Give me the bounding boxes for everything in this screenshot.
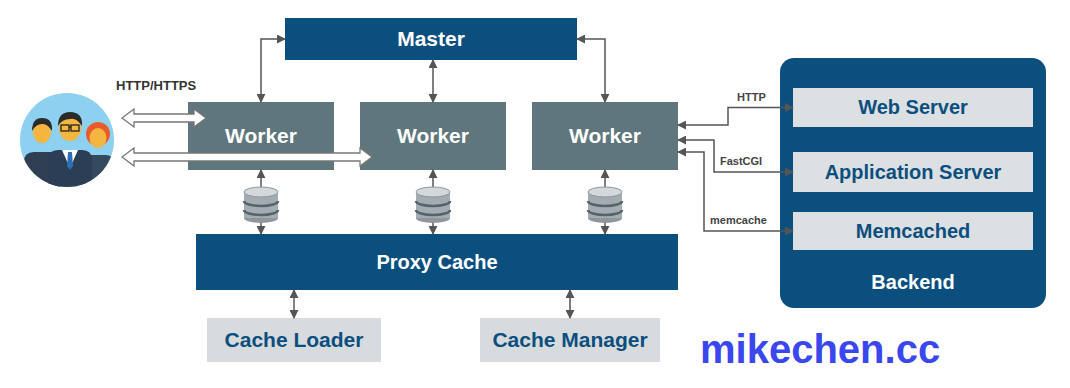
backend-box: Web Server [793,88,1033,127]
users-icon [20,93,115,200]
glasses [61,125,69,131]
database-icon [416,187,450,223]
label-box: HTTP/HTTPS [116,79,196,94]
watermark: mikechen.cc [700,326,940,372]
person-hair [32,118,52,131]
box-label: Application Server [825,161,1002,184]
edge-label: memcache [709,214,768,227]
connector [678,152,793,231]
glasses [69,126,71,127]
box-label: Web Server [858,96,968,119]
worker-box: Worker [360,102,506,170]
box-label: Proxy Cache [376,251,497,274]
connector [577,39,605,102]
protocol-label: HTTP/HTTPS [116,79,196,94]
connector [569,290,571,318]
person-body [48,150,92,200]
proxy-cache-band: Proxy Cache [196,234,678,290]
connector [293,290,295,318]
box-label: Cache Manager [492,328,647,352]
glasses [71,125,79,131]
connector [261,39,285,102]
database-icon [588,187,622,223]
backend-box: Application Server [793,152,1033,192]
person-tie [67,152,73,170]
request-arrow [122,148,372,166]
edge-label: FastCGI [719,155,763,168]
person-hair [58,112,82,126]
master-box: Master [285,18,577,60]
backend-box: Memcached [793,212,1033,250]
request-arrow [122,109,206,127]
worker-box: Worker [532,102,678,170]
label-box: mikechen.cc [700,326,940,372]
database-icon [244,187,278,223]
box-label: Worker [225,124,297,148]
edge-label: HTTP [736,91,767,104]
box-label: Worker [397,124,469,148]
box-label: Cache Loader [225,328,364,352]
person-face [90,128,107,148]
backend-panel: Backend Web ServerApplication ServerMemca… [780,58,1046,308]
box-label: Master [397,27,465,51]
box-label: Memcached [856,220,971,243]
edge-label-box: HTTP [736,91,767,104]
edge-label-box: FastCGI [719,155,763,168]
connector [678,108,793,126]
cache-box: Cache Loader [207,318,381,362]
edge-label-box: memcache [709,214,768,227]
cache-box: Cache Manager [480,318,660,362]
box-label: Backend [871,271,954,294]
connector [432,60,434,102]
connector [678,140,793,172]
box-label: Worker [569,124,641,148]
